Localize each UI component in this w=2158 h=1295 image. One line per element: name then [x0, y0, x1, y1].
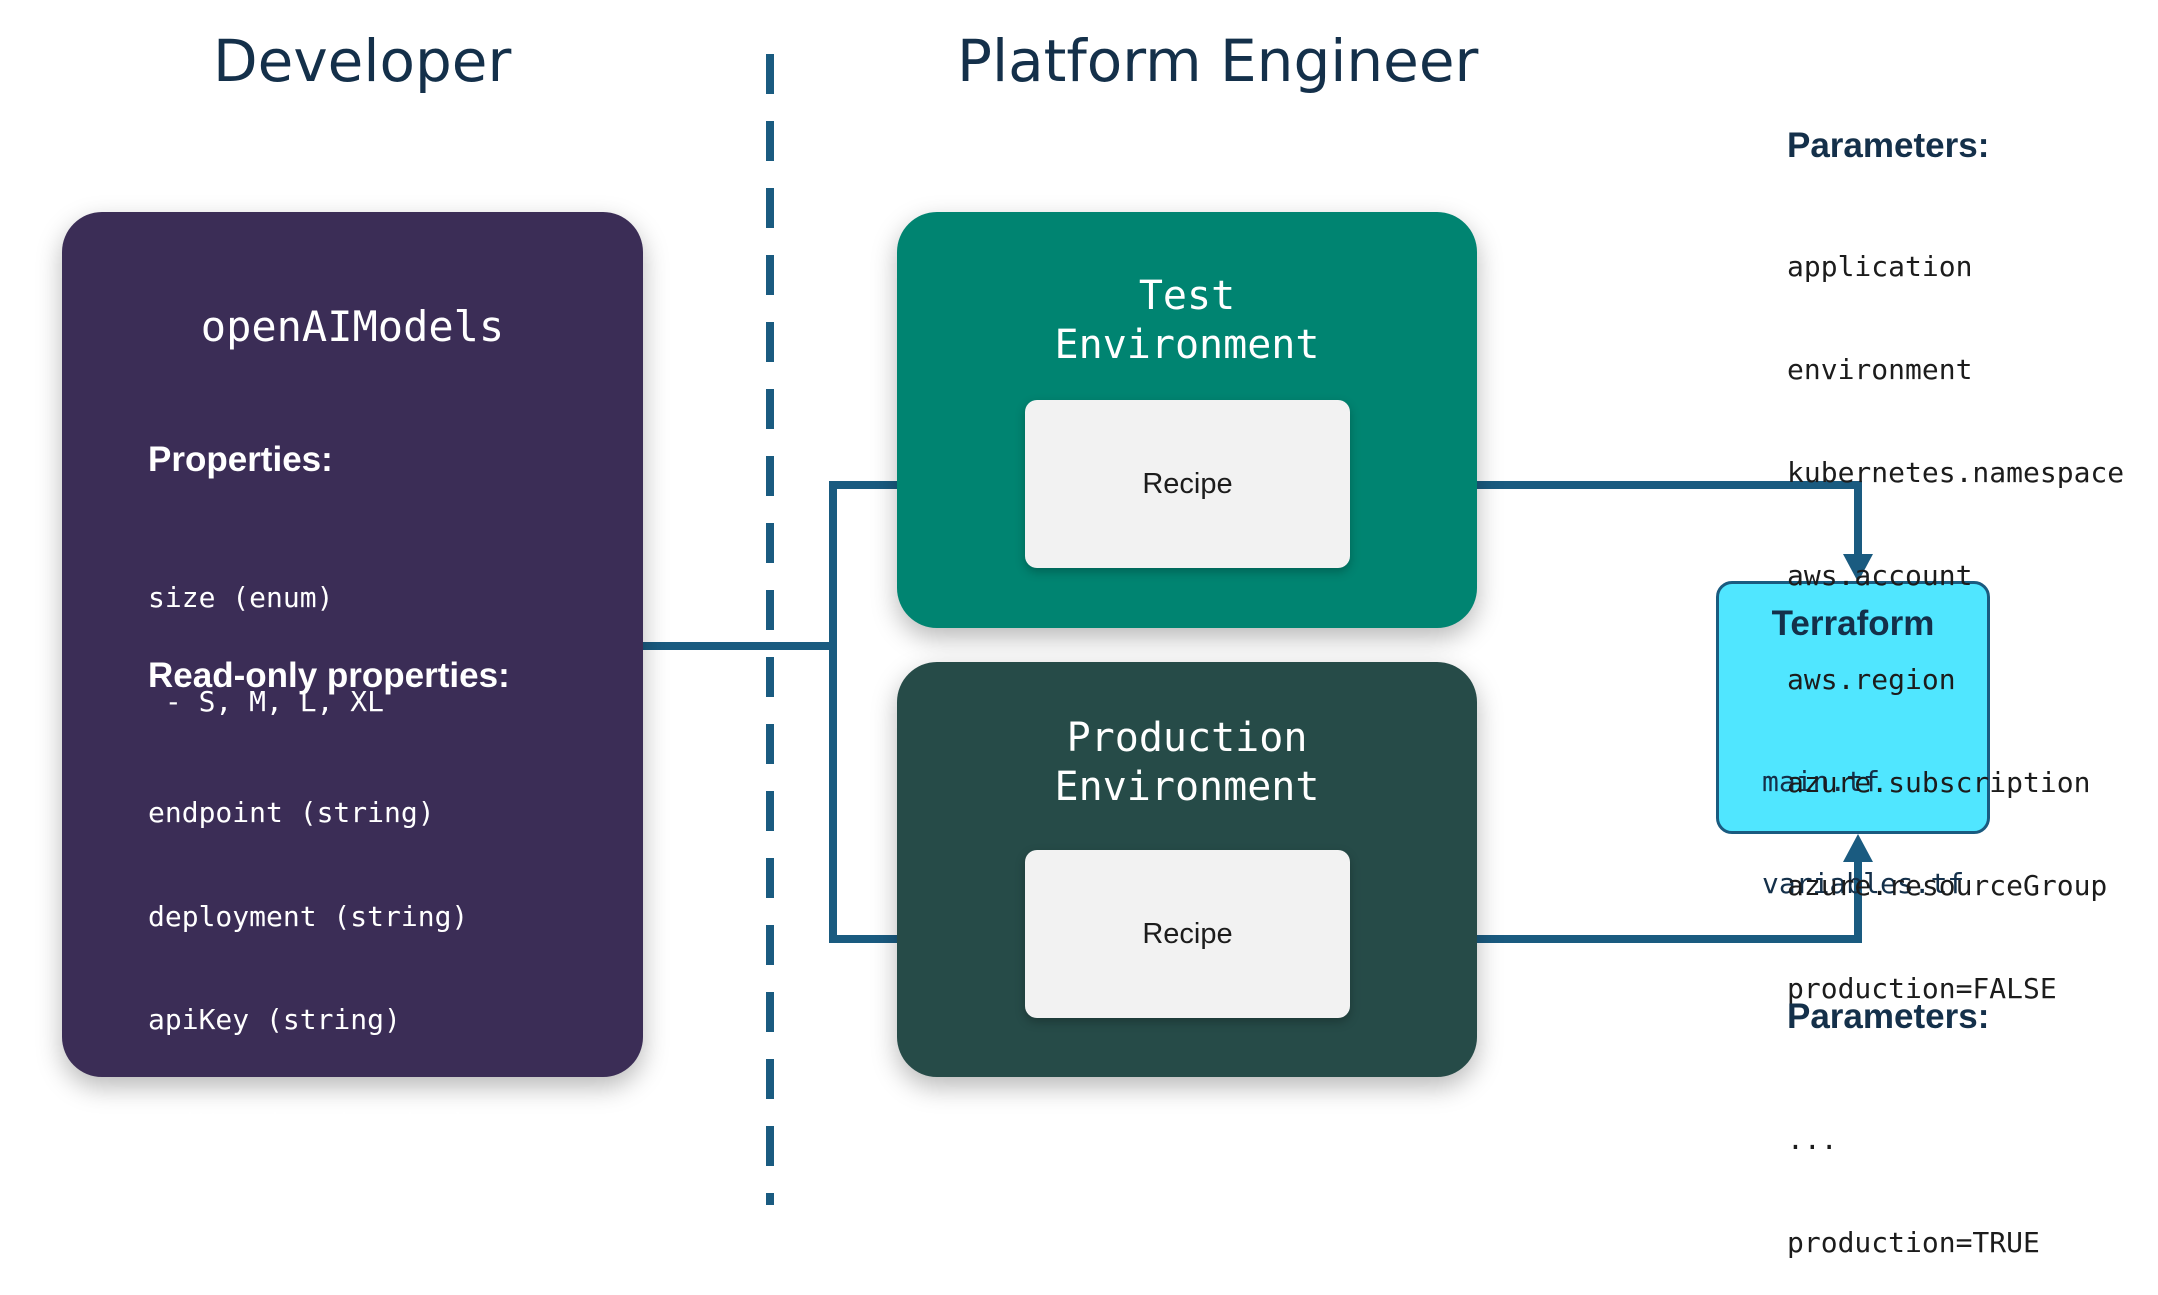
readonly-properties-label: Read-only properties:	[148, 656, 510, 695]
production-environment-title: Production Environment	[897, 714, 1477, 812]
env-title-line: Production	[1066, 715, 1308, 761]
property-line: - S, M, L, XL	[148, 684, 385, 718]
parameter-line: aws.account	[1787, 559, 1973, 593]
production-recipe-box[interactable]: Recipe	[1025, 850, 1350, 1018]
test-environment-box: Test Environment Recipe	[897, 212, 1477, 628]
parameter-line: kubernetes.namespace	[1787, 456, 2125, 490]
recipe-label: Recipe	[1142, 917, 1233, 950]
parameter-line: environment	[1787, 353, 1973, 387]
readonly-property-line: apiKey (string)	[148, 1003, 401, 1036]
platform-engineer-heading: Platform Engineer	[957, 27, 1479, 95]
terraform-files: main.tf variables.tf	[1762, 697, 1964, 969]
developer-heading: Developer	[213, 27, 512, 95]
openai-models-resource-box: openAIModels Properties: size (enum) - S…	[62, 212, 643, 1140]
properties-label: Properties:	[148, 440, 333, 479]
env-title-line: Environment	[1054, 764, 1320, 810]
parameter-line: aws.region	[1787, 662, 1956, 696]
recipe-label: Recipe	[1142, 467, 1233, 500]
properties-list: size (enum) - S, M, L, XL	[148, 512, 384, 788]
parameter-line: azure.resourceGroup	[1787, 869, 2108, 903]
readonly-property-line: apiVersion (string)	[148, 1106, 469, 1140]
readonly-property-line: deployment (string)	[148, 899, 469, 933]
production-environment-box: Production Environment Recipe	[897, 662, 1477, 1077]
test-environment-title: Test Environment	[897, 272, 1477, 370]
readonly-properties-list: endpoint (string) deployment (string) ap…	[148, 727, 468, 1210]
production-parameters-list: ... production=TRUE	[1787, 1054, 2040, 1295]
env-title-line: Test	[1138, 273, 1236, 319]
production-parameters-label: Parameters:	[1787, 997, 1990, 1036]
terraform-box[interactable]: Terraform main.tf variables.tf	[1716, 581, 1990, 900]
parameter-line: production=FALSE	[1787, 972, 2057, 1006]
property-line: size (enum)	[148, 581, 334, 614]
test-recipe-box[interactable]: Recipe	[1025, 400, 1350, 568]
env-title-line: Environment	[1054, 322, 1320, 368]
arrow-up-icon	[1843, 834, 1873, 862]
parameter-line: ...	[1787, 1122, 1838, 1156]
test-recipe-to-terraform-connector	[1350, 481, 1862, 556]
arrow-down-icon	[1843, 554, 1873, 582]
resource-name: openAIModels	[200, 302, 505, 351]
parameter-line: production=TRUE	[1787, 1226, 2040, 1260]
readonly-property-line: endpoint (string)	[148, 796, 435, 829]
terraform-title: Terraform	[1771, 604, 1935, 643]
terraform-file: variables.tf	[1762, 867, 1965, 900]
prod-recipe-to-terraform-connector	[1350, 860, 1862, 943]
test-parameters-list: application environment kubernetes.names…	[1787, 181, 2124, 1041]
parameter-line: azure.subscription	[1787, 765, 2091, 799]
test-parameters-label: Parameters:	[1787, 126, 1990, 165]
parameter-line: application	[1787, 249, 1973, 283]
terraform-file: main.tf	[1762, 765, 1881, 798]
